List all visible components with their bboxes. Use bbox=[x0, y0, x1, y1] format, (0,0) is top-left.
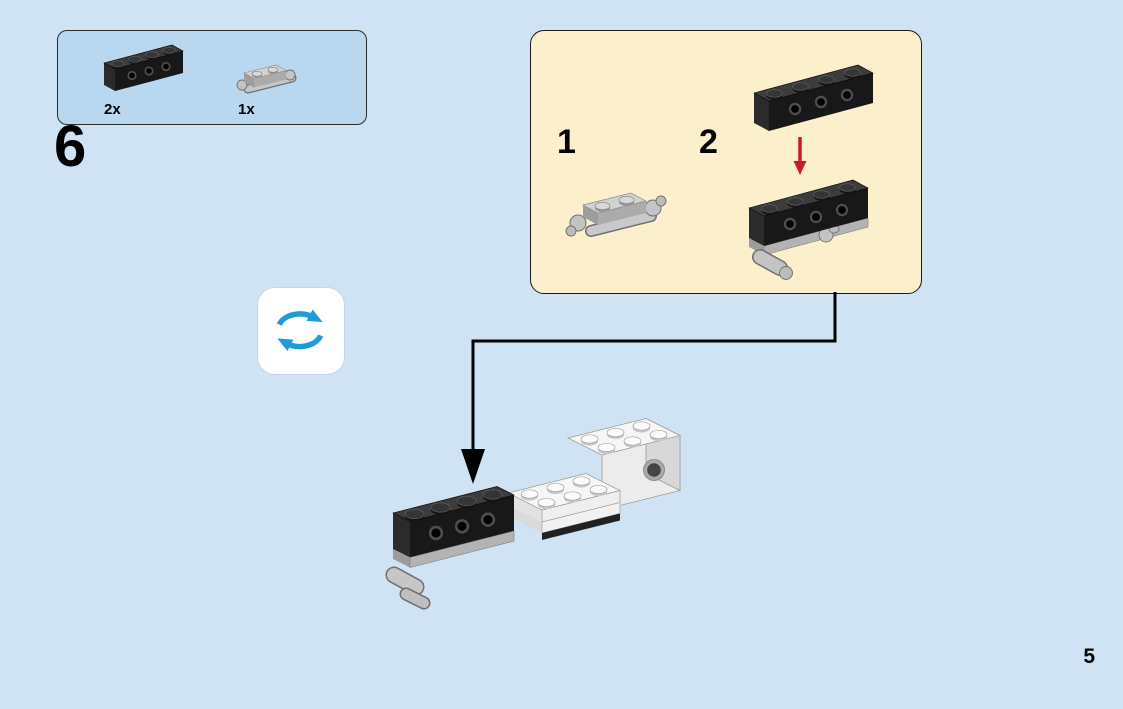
substep-1-number: 1 bbox=[557, 123, 576, 161]
floating-black-brick bbox=[753, 64, 874, 131]
dark-base-plate bbox=[542, 513, 620, 540]
technic-holes bbox=[127, 61, 171, 81]
substeps-panel: 1 2 bbox=[530, 30, 922, 294]
gray-plate-illustration bbox=[236, 64, 297, 94]
base-assembly bbox=[748, 179, 869, 280]
black-technic-brick bbox=[392, 486, 515, 558]
part-count-label: 2x bbox=[104, 101, 121, 118]
step-number: 6 bbox=[54, 114, 87, 179]
substep-1-plate-illustration bbox=[565, 192, 667, 237]
gray-base-plate-with-handles bbox=[385, 530, 515, 610]
white-plates bbox=[506, 473, 622, 540]
black-brick-illustration bbox=[103, 44, 184, 91]
rotate-arrows bbox=[276, 309, 324, 352]
page-number: 5 bbox=[1083, 645, 1095, 668]
rotate-icon bbox=[257, 287, 345, 375]
brick-studs bbox=[111, 46, 176, 69]
substep-2-number: 2 bbox=[699, 123, 718, 161]
substep-2-placement-illustration bbox=[748, 64, 874, 280]
part-count-label: 1x bbox=[238, 101, 255, 118]
main-model-illustration bbox=[385, 417, 682, 610]
parts-callout-box: 2x 1x bbox=[57, 30, 367, 125]
